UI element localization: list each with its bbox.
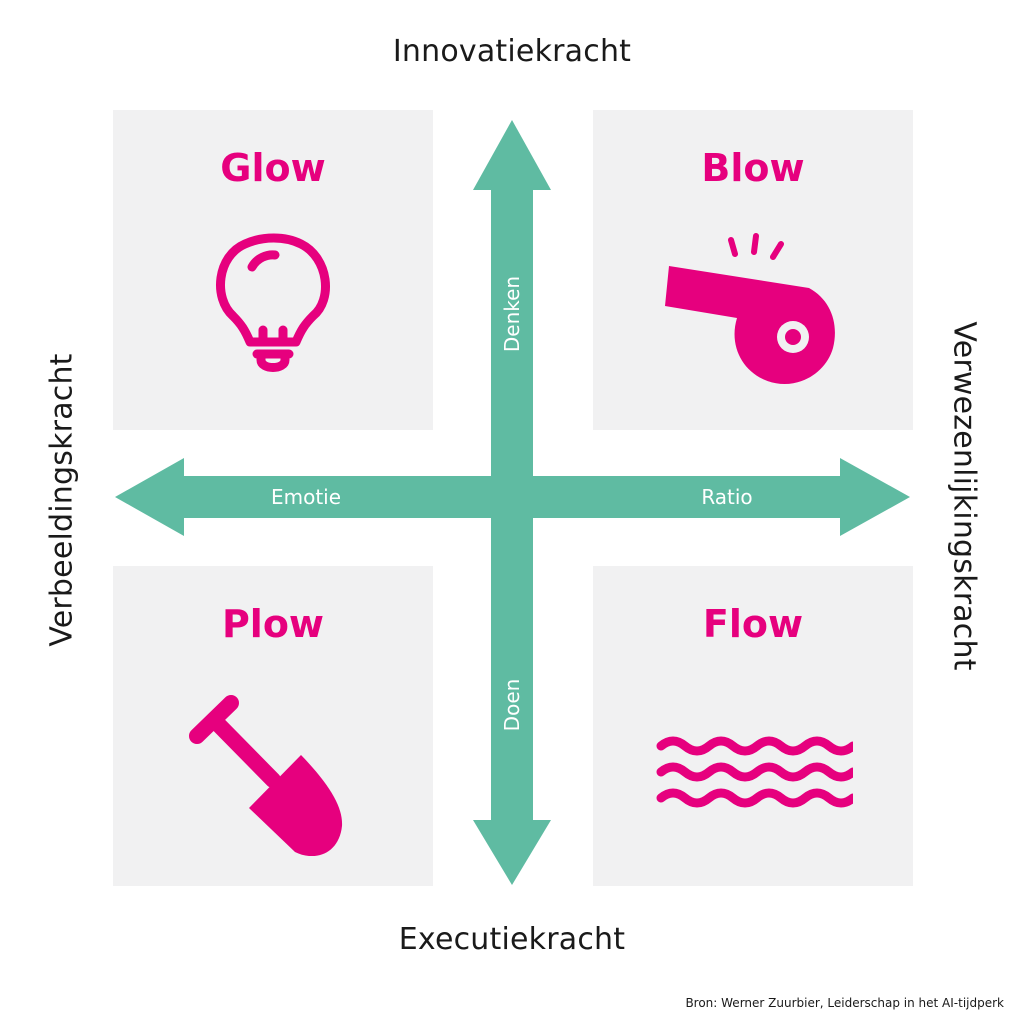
waves-icon	[656, 736, 853, 808]
horizontal-arrow	[115, 458, 910, 536]
quadrant-flow: Flow	[593, 566, 913, 886]
source-credit: Bron: Werner Zuurbier, Leiderschap in he…	[685, 996, 1004, 1010]
quadrant-glow: Glow	[113, 110, 433, 430]
arrow-label-doen: Doen	[500, 678, 524, 732]
whistle-icon	[665, 233, 835, 385]
lightbulb-icon	[216, 233, 330, 372]
quadrant-title-glow: Glow	[220, 146, 326, 190]
axis-label-bottom: Executiekracht	[398, 922, 626, 957]
quadrant-plow: Plow	[113, 566, 433, 886]
quadrant-title-flow: Flow	[702, 602, 804, 646]
arrow-label-denken: Denken	[500, 275, 524, 353]
arrow-label-ratio: Ratio	[701, 485, 753, 509]
quadrant-title-blow: Blow	[701, 146, 805, 190]
axis-label-top: Innovatiekracht	[392, 34, 632, 69]
arrow-label-emotie: Emotie	[270, 485, 342, 509]
quadrant-blow: Blow	[593, 110, 913, 430]
shovel-icon	[189, 695, 343, 856]
quadrant-title-plow: Plow	[221, 602, 325, 646]
